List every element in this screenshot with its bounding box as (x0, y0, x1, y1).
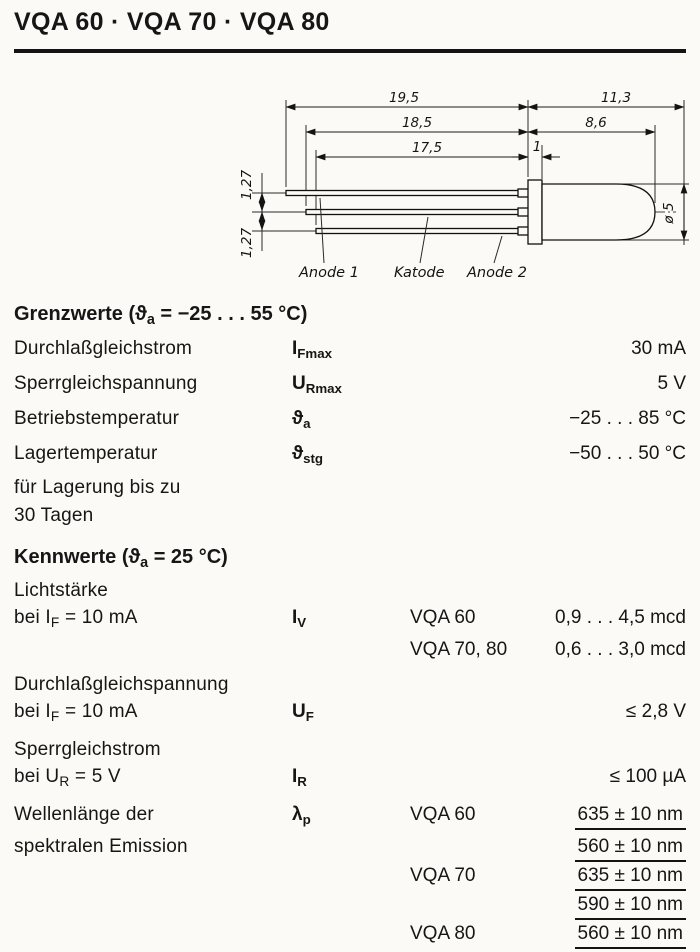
table-row: spektralen Emission 560 ± 10 nm (14, 833, 686, 862)
param-name: Sperrgleichspannung (14, 373, 198, 395)
kennwerte-condition: (ϑa = 25 °C) (121, 545, 228, 571)
dim-label-8-6: 8,6 (585, 115, 606, 131)
param-value: 0,6 . . . 3,0 mcd (555, 638, 686, 660)
kennwerte-heading-text: Kennwerte (14, 545, 117, 568)
param-symbol: UF (292, 700, 314, 724)
led-body-dome (541, 183, 656, 241)
table-row-continuation: für Lagerung bis zu (14, 474, 686, 502)
led-drawing-svg: 19,5 11,3 18,5 8,6 17,5 1 1,27 1,27 ø 5 … (239, 90, 692, 281)
grenzwerte-condition: (ϑa = −25 . . . 55 °C) (128, 303, 308, 329)
table-row-continuation: 30 Tagen (14, 502, 686, 530)
param-value: 635 ± 10 nm (574, 862, 686, 891)
table-row: bei IF = 10 mA IV VQA 60 0,9 . . . 4,5 m… (14, 604, 686, 636)
grenzwerte-heading-text: Grenzwerte (14, 303, 123, 325)
param-symbol: IFmax (292, 338, 333, 362)
table-row: VQA 70, 80 0,6 . . . 3,0 mcd (14, 636, 686, 663)
title-rule (14, 49, 686, 53)
param-value: 30 mA (631, 338, 686, 360)
lead-anode1 (285, 189, 521, 197)
table-row: Lichtstärke (14, 577, 686, 604)
kennwerte-heading: Kennwerte (ϑa = 25 °C) (14, 546, 686, 571)
param-value: −50 . . . 50 °C (569, 442, 686, 464)
table-row: Sperrgleichspannung URmax 5 V (14, 369, 686, 404)
param-name: Sperrgleichstrom (14, 738, 161, 760)
param-symbol: IV (292, 607, 307, 630)
table-row: VQA 70 635 ± 10 nm (14, 862, 686, 891)
param-value: ≤ 2,8 V (625, 700, 686, 722)
led-flange (527, 179, 543, 245)
param-value: 0,9 . . . 4,5 mcd (555, 607, 686, 628)
dim-label-11-3: 11,3 (601, 90, 631, 106)
device-name: VQA 70 (410, 864, 476, 886)
param-value: 560 ± 10 nm (574, 833, 686, 862)
param-name-line3: 30 Tagen (14, 504, 94, 526)
table-row: Betriebstemperatur ϑa −25 . . . 85 °C (14, 404, 686, 439)
param-condition: bei UR = 5 V (14, 765, 121, 789)
param-value: ≤ 100 µA (609, 765, 686, 787)
table-row: 590 ± 10 nm (14, 891, 686, 920)
device-name: VQA 80 (410, 922, 476, 944)
param-name: Betriebstemperatur (14, 408, 180, 429)
param-condition: bei IF = 10 mA (14, 700, 138, 724)
param-name: Wellenlänge der (14, 803, 154, 825)
dim-label-19-5: 19,5 (389, 90, 419, 106)
param-name: Durchlaßgleichstrom (14, 338, 193, 360)
led-leads (285, 188, 531, 236)
param-symbol: URmax (292, 373, 342, 396)
dim-label-pitch-bottom: 1,27 (239, 228, 255, 258)
param-symbol: ϑstg (292, 442, 324, 466)
param-value: 560 ± 10 nm (574, 920, 686, 949)
table-row: VQA 80 560 ± 10 nm (14, 920, 686, 949)
pin-leader-lines (319, 197, 503, 264)
pin-label-anode1: Anode 1 (298, 265, 359, 281)
dim-label-18-5: 18,5 (402, 115, 432, 131)
table-row: Sperrgleichstrom (14, 736, 686, 763)
device-name: VQA 60 (410, 607, 476, 628)
lead-anode2 (315, 227, 521, 235)
param-value: 635 ± 10 nm (574, 801, 686, 830)
param-name: Durchlaßgleichspannung (14, 673, 229, 695)
dim-label-1: 1 (533, 139, 542, 155)
param-name: Lagertemperatur (14, 442, 158, 464)
table-row: Wellenlänge der λp VQA 60 635 ± 10 nm (14, 801, 686, 833)
dim-label-17-5: 17,5 (412, 140, 442, 156)
table-row: Durchlaßgleichspannung (14, 671, 686, 698)
dim-label-diameter: ø 5 (661, 202, 677, 224)
table-row: bei UR = 5 V IR ≤ 100 µA (14, 763, 686, 795)
section-grenzwerte: Grenzwerte (ϑa = −25 . . . 55 °C) Durchl… (14, 303, 686, 530)
pin-label-anode2: Anode 2 (466, 265, 527, 281)
dim-label-pitch-top: 1,27 (239, 170, 255, 200)
device-name: VQA 70, 80 (410, 638, 508, 660)
param-value: −25 . . . 85 °C (569, 408, 686, 429)
param-symbol: λp (292, 803, 311, 827)
section-kennwerte: Kennwerte (ϑa = 25 °C) Lichtstärke bei I… (14, 546, 686, 952)
dimension-lines (258, 103, 688, 241)
pin-label-katode: Katode (394, 265, 445, 281)
table-row: Durchlaßgleichstrom IFmax 30 mA (14, 334, 686, 369)
device-name: VQA 60 (410, 803, 476, 825)
grenzwerte-heading: Grenzwerte (ϑa = −25 . . . 55 °C) (14, 303, 686, 328)
param-symbol: IR (292, 765, 307, 789)
page-title: VQA 60 · VQA 70 · VQA 80 (14, 8, 330, 36)
led-package (527, 179, 656, 245)
table-row: bei IF = 10 mA UF ≤ 2,8 V (14, 698, 686, 730)
param-value: 590 ± 10 nm (574, 891, 686, 920)
led-dimension-drawing: 19,5 11,3 18,5 8,6 17,5 1 1,27 1,27 ø 5 … (224, 85, 692, 287)
param-name-line2: spektralen Emission (14, 835, 188, 857)
lead-katode (305, 208, 521, 216)
param-condition: bei IF = 10 mA (14, 607, 138, 630)
table-row: Lagertemperatur ϑstg −50 . . . 50 °C (14, 439, 686, 474)
param-symbol: ϑa (292, 408, 311, 431)
param-value: 5 V (657, 373, 686, 395)
param-name: Lichtstärke (14, 580, 109, 601)
param-name-line2: für Lagerung bis zu (14, 476, 181, 498)
